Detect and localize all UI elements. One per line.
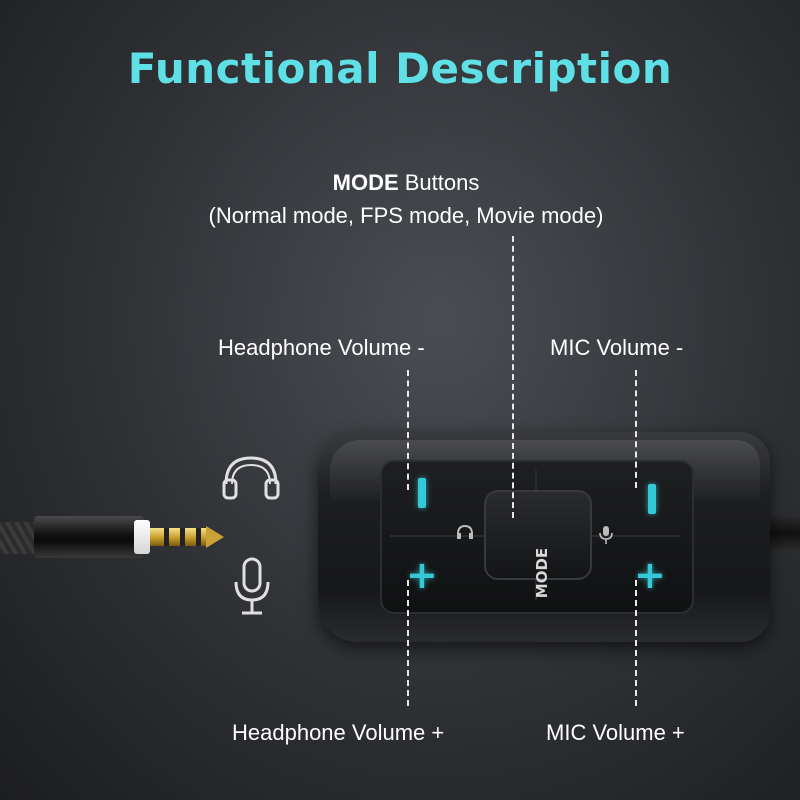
mic-volume-down-label: MIC Volume - (550, 335, 684, 360)
plug-insulator-band (180, 528, 185, 546)
headphone-volume-up-label: Headphone Volume + (232, 720, 445, 745)
plug-collar (134, 520, 150, 554)
mic-volume-up-button[interactable]: + (634, 553, 666, 597)
mic-small-icon (599, 526, 613, 544)
mode-leader-line (512, 236, 514, 518)
braided-cable (0, 522, 36, 554)
headphone-minus-leader-line (407, 370, 409, 490)
plug-insulator-band (164, 528, 169, 546)
plug-tip (206, 526, 224, 548)
headphone-plus-leader-line (407, 580, 409, 706)
mic-volume-up-label: MIC Volume + (546, 720, 685, 745)
mic-minus-leader-line (635, 370, 637, 488)
mode-label-bold: MODE (332, 170, 399, 195)
mic-plus-leader-line (635, 580, 637, 706)
headphone-volume-down-button[interactable] (418, 478, 426, 508)
mode-options-label: (Normal mode, FPS mode, Movie mode) (208, 203, 604, 228)
mode-button-label: MODE (533, 547, 551, 599)
button-panel (380, 460, 694, 614)
plug-housing (34, 516, 144, 558)
headphone-volume-up-button[interactable]: + (406, 553, 438, 597)
headphone-small-icon (457, 524, 473, 539)
plug-insulator-band (196, 528, 201, 546)
page-title: Functional Description (127, 44, 673, 93)
mode-button[interactable] (484, 490, 592, 580)
headphones-icon (222, 456, 280, 500)
headphone-volume-down-label: Headphone Volume - (218, 335, 425, 360)
microphone-icon (234, 557, 270, 615)
mode-buttons-label: MODE Buttons (6, 170, 800, 196)
mode-label-rest: Buttons (398, 170, 480, 195)
mic-volume-down-button[interactable] (648, 484, 656, 514)
